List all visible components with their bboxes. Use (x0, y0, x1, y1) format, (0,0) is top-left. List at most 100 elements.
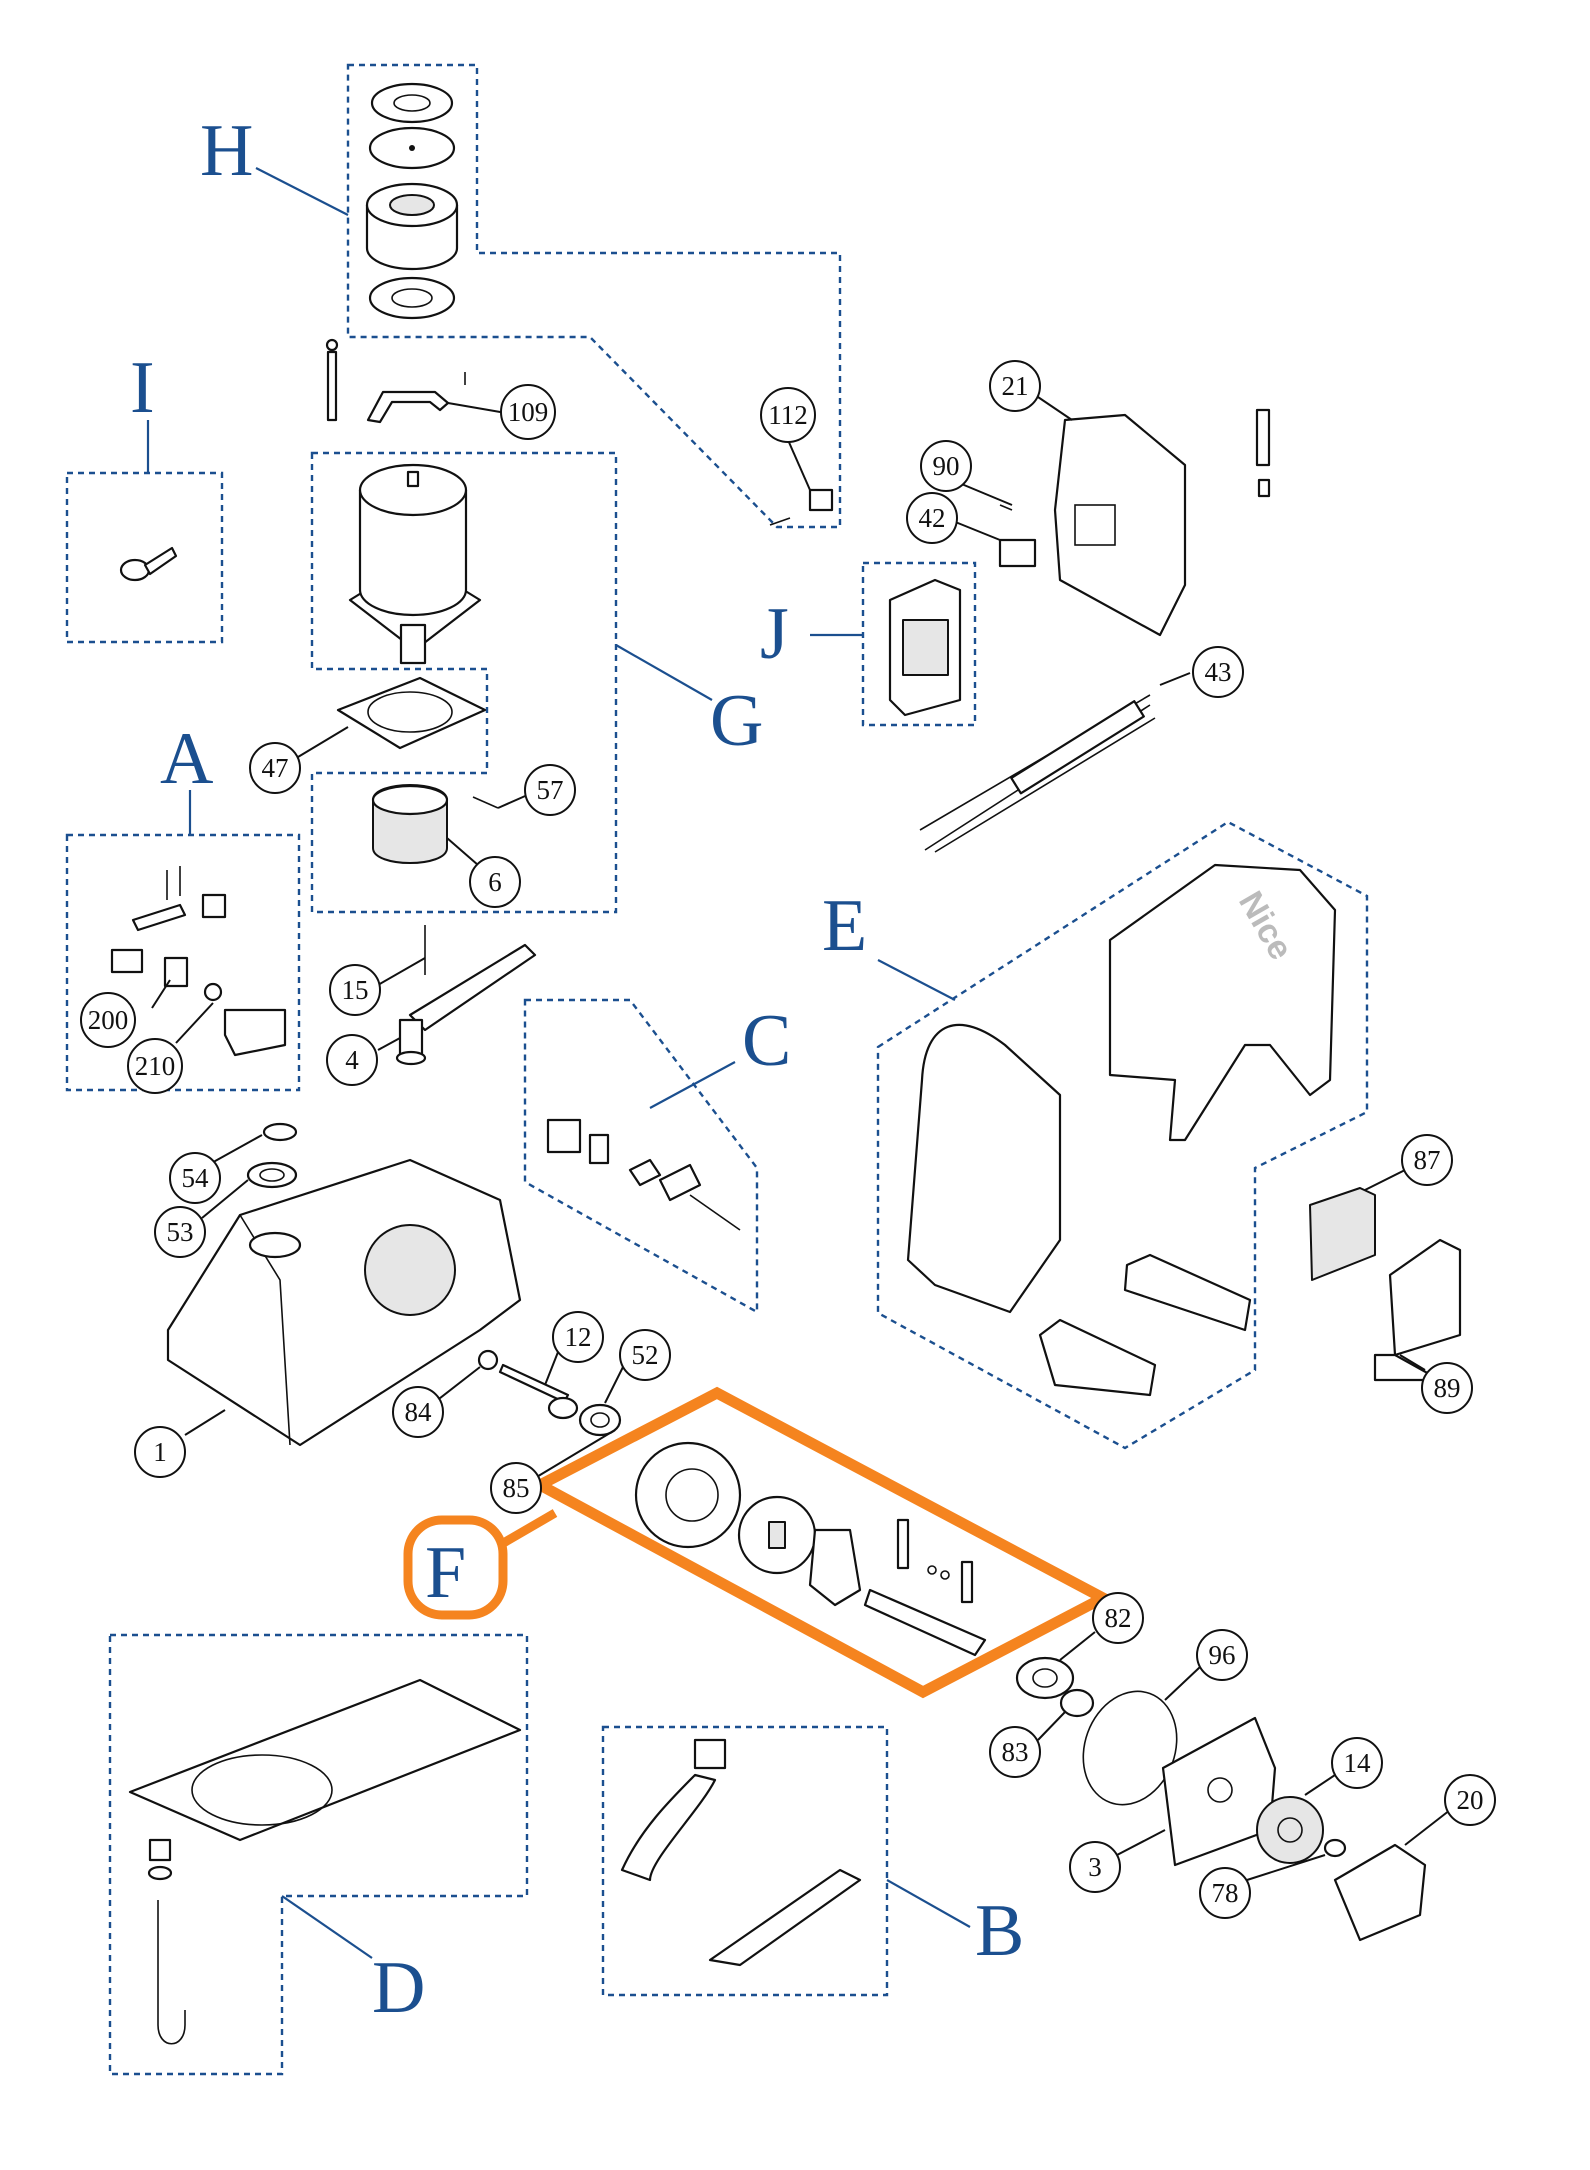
pulley-6 (371, 784, 499, 864)
svg-text:200: 200 (88, 1005, 129, 1035)
callout-78: 78 (1199, 1867, 1251, 1919)
callout-42: 42 (906, 492, 958, 544)
group-label-d: D (372, 1947, 425, 2029)
svg-text:53: 53 (167, 1217, 194, 1247)
bearing-and-seals (1015, 1656, 1178, 1806)
callout-52: 52 (619, 1329, 671, 1381)
svg-text:47: 47 (262, 753, 289, 783)
svg-text:84: 84 (405, 1397, 433, 1427)
group-label-g: G (710, 680, 763, 762)
svg-text:42: 42 (919, 503, 946, 533)
group-label-j: J (760, 593, 789, 675)
h-parts (365, 82, 834, 526)
key-part (119, 546, 178, 582)
group-d-box (108, 1633, 529, 2076)
group-f-label-frame (403, 1515, 508, 1620)
svg-text:57: 57 (537, 775, 564, 805)
leader-h (255, 167, 349, 216)
svg-text:85: 85 (503, 1473, 530, 1503)
group-label-i: I (130, 347, 155, 429)
rear-plate-and-pinion (1161, 1716, 1427, 1942)
base-housing-1 (166, 1122, 522, 1447)
callout-85: 85 (490, 1462, 542, 1514)
leader-g (615, 644, 713, 701)
j-board (888, 578, 962, 717)
svg-text:89: 89 (1434, 1373, 1461, 1403)
group-a-box (65, 833, 301, 1092)
f-parts (634, 1441, 987, 1657)
motor-part (348, 463, 482, 665)
svg-text:78: 78 (1212, 1878, 1239, 1908)
callout-87: 87 (1401, 1134, 1453, 1186)
svg-text:109: 109 (508, 397, 549, 427)
callout-leaders (151, 394, 1451, 1881)
callout-89: 89 (1421, 1362, 1473, 1414)
bolt-and-bracket (325, 338, 466, 424)
group-g-box (310, 451, 618, 914)
callout-200: 200 (80, 992, 136, 1048)
callout-57: 57 (524, 764, 576, 816)
grilles (1309, 1187, 1462, 1382)
group-f-leader (497, 1509, 558, 1549)
callout-210: 210 (127, 1038, 183, 1094)
lever-4 (395, 925, 537, 1066)
svg-text:112: 112 (768, 400, 808, 430)
group-h-box (346, 63, 842, 529)
control-board-21 (998, 408, 1271, 637)
callout-53: 53 (154, 1206, 206, 1258)
leader-b (886, 1879, 971, 1928)
svg-text:90: 90 (933, 451, 960, 481)
svg-text:96: 96 (1209, 1640, 1236, 1670)
group-c-box (523, 998, 759, 1315)
gasket-47 (336, 676, 487, 750)
svg-text:20: 20 (1457, 1785, 1484, 1815)
group-e-box (876, 820, 1369, 1450)
svg-text:21: 21 (1002, 371, 1029, 401)
group-label-a: A (160, 718, 213, 800)
svg-text:3: 3 (1088, 1852, 1102, 1882)
group-label-h: H (200, 110, 253, 192)
base-plate-d (128, 1678, 522, 2045)
callout-3: 3 (1069, 1841, 1121, 1893)
svg-text:87: 87 (1414, 1145, 1441, 1175)
svg-text:82: 82 (1105, 1603, 1132, 1633)
callout-6: 6 (469, 856, 521, 908)
callout-112: 112 (760, 387, 816, 443)
arm-b (620, 1738, 862, 1967)
svg-text:14: 14 (1344, 1748, 1372, 1778)
callout-109: 109 (500, 384, 556, 440)
callout-96: 96 (1196, 1629, 1248, 1681)
svg-text:4: 4 (345, 1045, 359, 1075)
callout-21: 21 (989, 360, 1041, 412)
svg-text:83: 83 (1002, 1737, 1029, 1767)
svg-text:210: 210 (135, 1051, 176, 1081)
callout-83: 83 (989, 1726, 1041, 1778)
callout-90: 90 (920, 440, 972, 492)
svg-text:52: 52 (632, 1340, 659, 1370)
svg-text:43: 43 (1205, 657, 1232, 687)
cable-43 (919, 694, 1156, 853)
leader-e (877, 959, 956, 1001)
leader-d (281, 1895, 373, 1959)
group-i-box (65, 471, 224, 644)
svg-text:1: 1 (153, 1437, 167, 1467)
svg-text:12: 12 (565, 1322, 592, 1352)
group-label-c: C (742, 1000, 791, 1082)
callout-82: 82 (1092, 1592, 1144, 1644)
callout-12: 12 (552, 1311, 604, 1363)
callout-20: 20 (1444, 1774, 1496, 1826)
svg-text:15: 15 (342, 975, 369, 1005)
cover-e (906, 863, 1337, 1397)
shaft-area-parts (477, 1349, 622, 1437)
group-label-e: E (822, 885, 867, 967)
c-parts (546, 1118, 741, 1231)
svg-text:6: 6 (488, 867, 502, 897)
callout-4: 4 (326, 1034, 378, 1086)
callout-43: 43 (1192, 646, 1244, 698)
group-j-box (861, 561, 977, 727)
callout-1: 1 (134, 1426, 186, 1478)
callout-15: 15 (329, 964, 381, 1016)
a-parts (110, 866, 287, 1057)
group-b-box (601, 1725, 889, 1997)
